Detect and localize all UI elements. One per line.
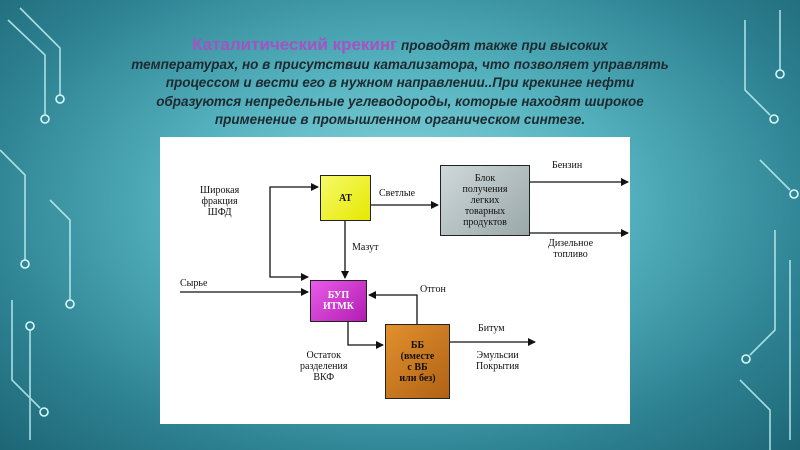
label-emulsions-line-1: Эмульсии bbox=[476, 350, 519, 361]
arrow-distillate bbox=[368, 291, 418, 324]
label-emulsions: Эмульсии Покрытия bbox=[476, 350, 519, 372]
caption-lead: Каталитический крекинг bbox=[192, 35, 398, 54]
label-light: Светлые bbox=[379, 188, 416, 199]
label-gasoline: Бензин bbox=[552, 160, 583, 171]
label-residue-line-1: Остаток bbox=[306, 350, 341, 361]
label-wide-fraction-line-1: Широкая bbox=[200, 185, 240, 196]
node-block-line-3: легких bbox=[470, 195, 500, 206]
label-wide-fraction-line-2: фракция bbox=[201, 196, 238, 207]
process-flow-diagram: АТ Блок получения легких товарных продук… bbox=[160, 137, 630, 424]
arrow-residue bbox=[347, 322, 384, 349]
label-emulsions-line-2: Покрытия bbox=[476, 361, 520, 372]
node-block-line-5: продуктов bbox=[463, 217, 507, 228]
node-light-products-block: Блок получения легких товарных продуктов bbox=[440, 165, 530, 236]
label-residue: Остаток разделения ВКФ bbox=[300, 350, 347, 383]
arrow-wide-fraction-to-at bbox=[269, 183, 319, 272]
label-diesel-line-1: Дизельное bbox=[548, 238, 594, 249]
label-fuel-oil: Мазут bbox=[352, 242, 379, 253]
caption-line-3: процессом и вести его в нужном направлен… bbox=[165, 75, 635, 90]
label-raw: Сырье bbox=[180, 278, 208, 289]
node-at: АТ bbox=[320, 175, 371, 221]
caption-line-5: применение в промышленном органическом с… bbox=[214, 112, 586, 127]
node-bup-line-2: ИТМК bbox=[322, 301, 354, 312]
label-residue-line-2: разделения bbox=[300, 361, 348, 372]
label-wide-fraction-line-3: ШФД bbox=[207, 207, 232, 218]
node-block-line-1: Блок bbox=[474, 173, 496, 184]
caption-line-4: образуются непредельные углеводороды, ко… bbox=[156, 93, 644, 109]
label-diesel-line-2: топливо bbox=[553, 249, 588, 260]
node-bup-line-1: БУП bbox=[327, 290, 350, 301]
node-bb-line-4: или без) bbox=[399, 372, 436, 384]
node-bb-line-3: с ВБ bbox=[407, 361, 428, 373]
node-bb-line-1: ББ bbox=[410, 339, 425, 351]
caption-line-2: температурах, но в присутствии катализат… bbox=[131, 56, 669, 72]
node-block-line-2: получения bbox=[462, 184, 508, 195]
label-wide-fraction: Широкая фракция ШФД bbox=[200, 185, 239, 218]
label-residue-line-3: ВКФ bbox=[313, 372, 335, 383]
label-diesel: Дизельное топливо bbox=[548, 238, 593, 260]
node-block-line-4: товарных bbox=[464, 206, 506, 217]
node-bb-line-2: (вместе bbox=[400, 350, 435, 362]
caption-line-1: проводят также при высоких bbox=[401, 38, 608, 53]
node-at-label: АТ bbox=[338, 192, 352, 204]
arrow-wide-fraction-to-bup bbox=[269, 272, 309, 281]
flow-arrows bbox=[180, 178, 629, 349]
slide-caption: Каталитический крекинг проводят также пр… bbox=[80, 35, 720, 130]
label-distillate: Отгон bbox=[420, 284, 446, 295]
node-bb: ББ (вместе с ВБ или без) bbox=[385, 324, 450, 399]
label-bitumen: Битум bbox=[478, 323, 505, 334]
node-bup-itmk: БУП ИТМК bbox=[310, 280, 367, 322]
